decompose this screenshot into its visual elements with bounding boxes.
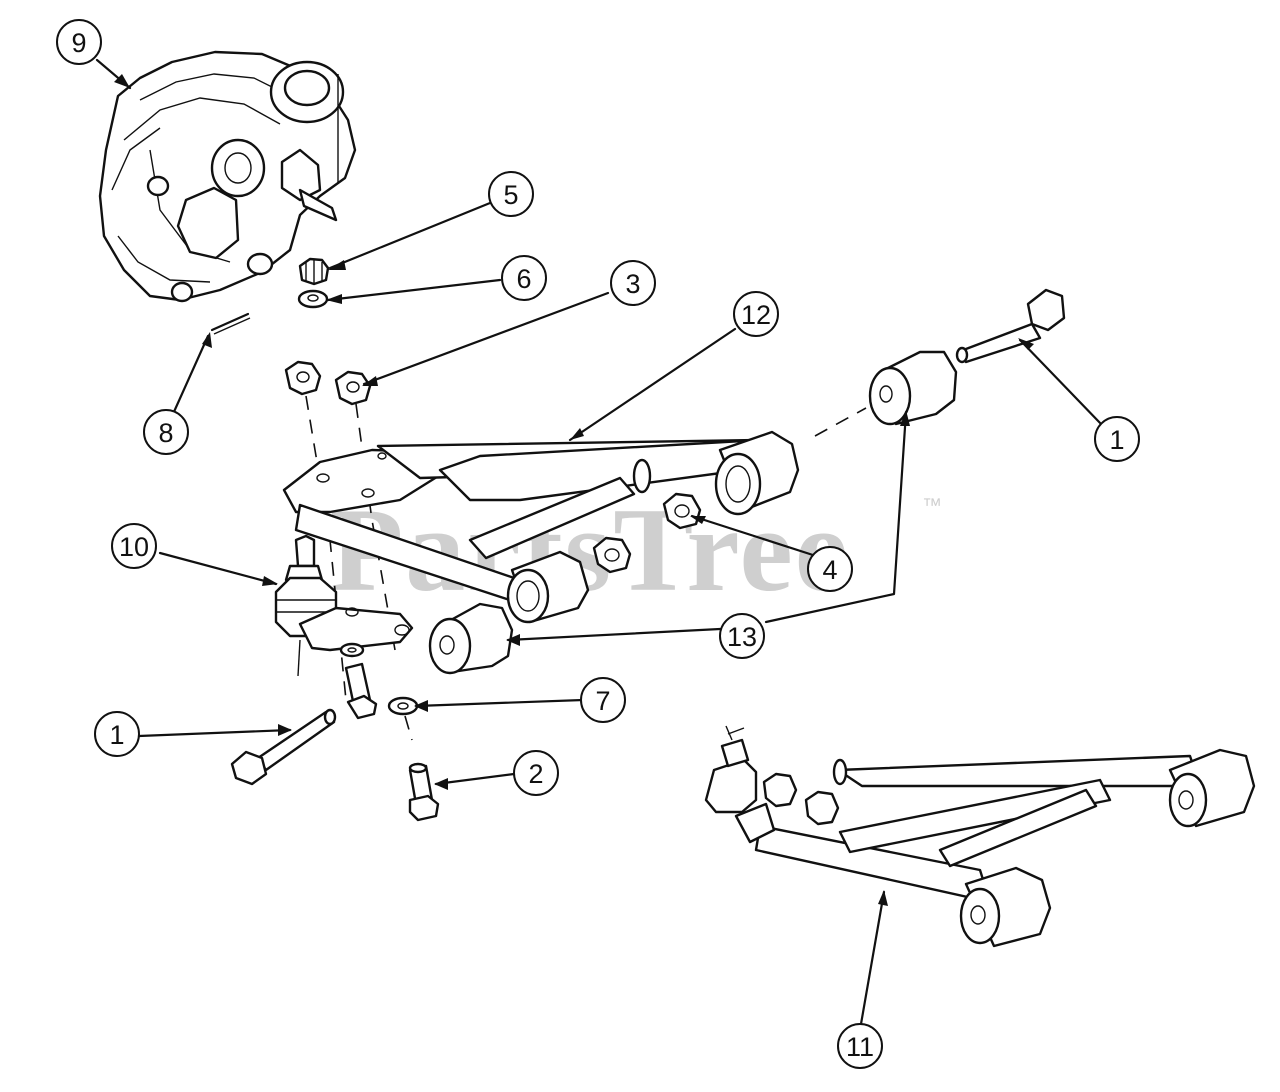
callout-circle: [837, 1023, 883, 1069]
callout-circle: [56, 19, 102, 65]
callout-label: 11: [846, 1032, 874, 1062]
callout-13: 13: [719, 613, 765, 659]
callout-label: 12: [741, 300, 771, 330]
part-5-castle-nut: [298, 257, 330, 286]
part-8-cotter-pin: [210, 312, 251, 335]
part-6-washer: [297, 289, 329, 309]
callout-label: 1: [109, 720, 124, 750]
callout-label: 9: [71, 28, 86, 58]
watermark-trademark: ™: [922, 495, 942, 517]
callout-label: 13: [727, 622, 757, 652]
part-2-bolt: [408, 762, 440, 822]
callout-label: 4: [822, 555, 837, 585]
callout-circle: [1094, 416, 1140, 462]
callout-circle: [610, 260, 656, 306]
callout-circle: [111, 523, 157, 569]
part-11-lower-a-arm: [704, 725, 1256, 948]
part-12-upper-a-arm: [282, 430, 800, 624]
part-1-bolt-lower: [230, 708, 337, 786]
callout-circle: [513, 750, 559, 796]
callout-circle: [501, 255, 547, 301]
callout-label: 10: [119, 532, 149, 562]
callout-9: 9: [56, 19, 102, 65]
callout-circle: [719, 613, 765, 659]
callout-11: 11: [837, 1023, 883, 1069]
part-7-washer: [387, 696, 419, 716]
callout-circle: [94, 711, 140, 757]
callout-circle: [733, 291, 779, 337]
callout-label: 8: [158, 418, 173, 448]
callout-circle: [488, 171, 534, 217]
callout-label: 2: [528, 759, 543, 789]
callout-circle: [580, 677, 626, 723]
callout-label: 7: [595, 686, 610, 716]
callout-3: 3: [610, 260, 656, 306]
callout-label: 1: [1109, 425, 1124, 455]
callout-1-upper: 1: [1094, 416, 1140, 462]
part-10-ball-joint: [274, 534, 414, 720]
callout-1-lower: 1: [94, 711, 140, 757]
callout-circle: [143, 409, 189, 455]
callout-label: 6: [516, 264, 531, 294]
arrowheads: [114, 74, 1034, 906]
part-3-lock-nut: [284, 360, 372, 406]
part-1-bolt-upper: [955, 288, 1066, 364]
part-9-spindle-assembly: [98, 50, 357, 303]
callout-6: 6: [501, 255, 547, 301]
part-13-bushing: [428, 350, 958, 675]
callout-10: 10: [111, 523, 157, 569]
callout-12: 12: [733, 291, 779, 337]
leader-lines: [95, 58, 1104, 1026]
callout-5: 5: [488, 171, 534, 217]
callout-8: 8: [143, 409, 189, 455]
callout-label: 3: [625, 269, 640, 299]
callout-7: 7: [580, 677, 626, 723]
callout-circle: [807, 546, 853, 592]
callout-2: 2: [513, 750, 559, 796]
callout-label: 5: [503, 180, 518, 210]
callout-4: 4: [807, 546, 853, 592]
